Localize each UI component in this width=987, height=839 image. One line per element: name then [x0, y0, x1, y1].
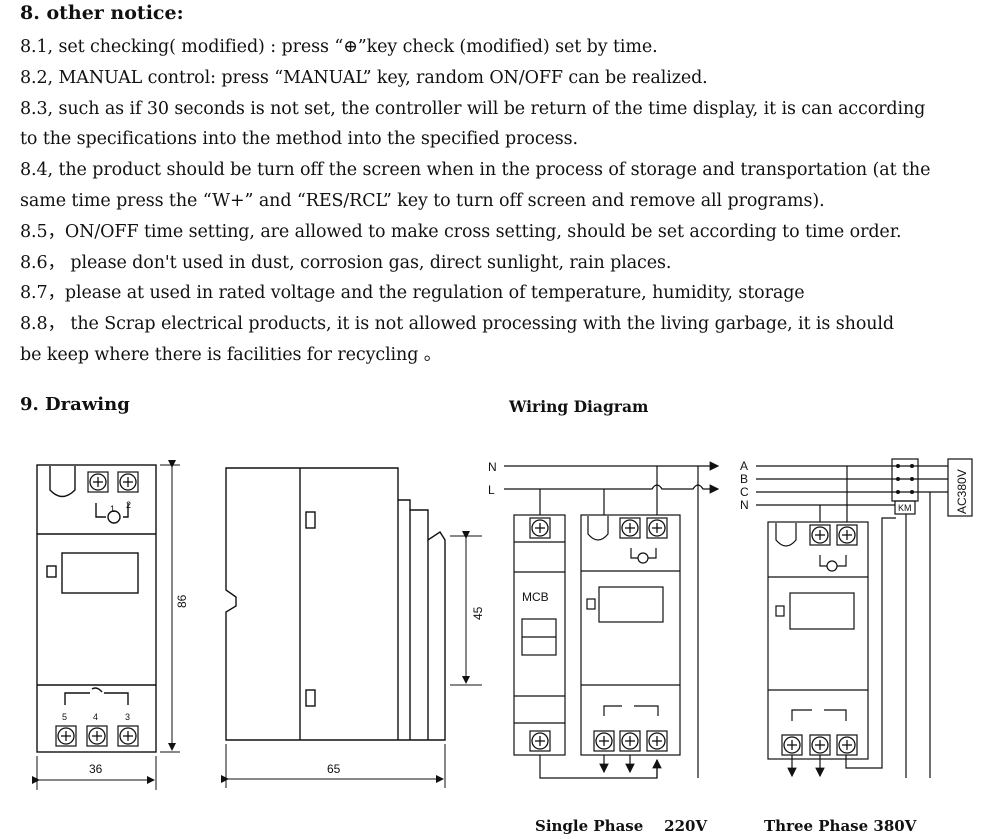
- notice-line: same time press the “W+” and “RES/RCL” k…: [20, 190, 825, 211]
- notice-line: 8.6， please don't used in dust, corrosio…: [20, 252, 672, 273]
- heading-wiring-diagram: Wiring Diagram: [509, 397, 649, 416]
- km-label: KM: [898, 503, 912, 513]
- mcb-label: MCB: [522, 590, 549, 604]
- line-n-label: N: [488, 460, 497, 474]
- front-view-screws: [56, 472, 138, 746]
- dimension-width: 36: [89, 762, 103, 776]
- notice-line: 8.5，ON/OFF time setting, are allowed to …: [20, 221, 902, 242]
- terminal-number: 5: [62, 712, 67, 722]
- terminal-number: 1: [110, 504, 115, 514]
- notice-line: to the specifications into the method in…: [20, 129, 578, 150]
- dimension-depth: 65: [327, 762, 341, 776]
- notice-line: be keep where there is facilities for re…: [20, 344, 442, 365]
- three-phase-dots: [896, 464, 914, 494]
- notice-line: 8.7，please at used in rated voltage and …: [20, 283, 805, 304]
- dimension-lines-side: [221, 531, 482, 788]
- supply-voltage-label: AC380V: [955, 469, 969, 514]
- notice-line: 8.3, such as if 30 seconds is not set, t…: [20, 98, 926, 119]
- line-l-label: L: [488, 483, 495, 497]
- heading-other-notice: 8. other notice:: [20, 2, 184, 24]
- terminal-number: 4: [93, 712, 98, 722]
- single-phase-caption: Single Phase 220V: [535, 817, 708, 835]
- three-phase-caption: Three Phase 380V: [764, 817, 917, 835]
- line-a-label: A: [740, 459, 748, 473]
- line-c-label: C: [740, 485, 749, 499]
- dimension-height: 86: [175, 594, 189, 608]
- dimension-lines-front: [32, 460, 180, 790]
- terminal-number: 2: [126, 500, 131, 510]
- single-phase-wiring: [504, 461, 720, 779]
- terminal-number: 3: [125, 712, 130, 722]
- single-phase-screws: [530, 518, 667, 751]
- notice-line: 8.1, set checking( modified) : press “⊕”…: [20, 37, 658, 57]
- notice-list: 8.1, set checking( modified) : press “⊕”…: [20, 32, 970, 371]
- notice-line: 8.2, MANUAL control: press “MANUAL” key,…: [20, 67, 708, 88]
- line-n-label: N: [740, 498, 749, 512]
- notice-line: 8.8， the Scrap electrical products, it i…: [20, 314, 895, 335]
- front-view: [36, 464, 157, 753]
- side-view: [225, 467, 446, 741]
- line-b-label: B: [740, 472, 748, 486]
- dimension-rail: 45: [471, 606, 485, 620]
- notice-line: 8.4, the product should be turn off the …: [20, 160, 931, 181]
- heading-drawing: 9. Drawing: [20, 394, 130, 415]
- three-phase-wiring: [756, 458, 973, 778]
